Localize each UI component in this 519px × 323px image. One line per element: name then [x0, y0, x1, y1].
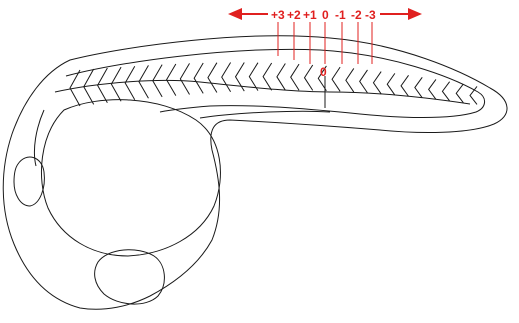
somite-chevron	[373, 72, 381, 94]
eye-outline	[95, 250, 165, 304]
somite-chevron	[180, 63, 189, 94]
somite-chevron	[167, 64, 176, 96]
somite-chevron	[125, 66, 135, 100]
scale-label: -1	[335, 8, 346, 22]
somite-chevron	[346, 68, 354, 92]
somite-chevron	[98, 68, 108, 103]
notochord-outline	[66, 49, 485, 117]
somite-chevron	[387, 73, 395, 95]
somite-chevron	[401, 75, 409, 96]
somite-chevron	[360, 70, 368, 93]
somite-chevron	[249, 63, 258, 91]
scale-label: +1	[303, 8, 317, 22]
somite-chevron	[111, 67, 121, 101]
scale-label: -3	[365, 8, 376, 22]
somite-chevron	[222, 63, 231, 92]
somite-chevron	[456, 84, 463, 103]
somite-chevron	[263, 63, 272, 90]
otic-vesicle-outline	[14, 157, 44, 206]
somite-chevron	[277, 63, 285, 90]
somite-chevron	[139, 65, 148, 98]
somite-chevron	[429, 79, 436, 99]
scale-label: 0	[322, 8, 329, 22]
right-arrow-icon	[380, 8, 422, 20]
scale-label: +3	[271, 8, 285, 22]
somite-chevron	[194, 63, 203, 93]
embryo-outer-outline	[3, 36, 507, 309]
scale-label: +2	[287, 8, 301, 22]
scale-label: -2	[351, 8, 362, 22]
somite-chevron	[332, 67, 340, 91]
somite-chevrons	[70, 63, 477, 106]
somite-chevron	[415, 77, 422, 97]
origin-label: 0	[320, 65, 327, 79]
somite-chevron	[208, 63, 217, 93]
somite-chevron	[304, 65, 312, 90]
trunk-lower-outline	[55, 80, 470, 104]
yolk-sac-outline	[41, 100, 220, 256]
somite-chevron	[442, 82, 449, 101]
yolk-extension-outline	[200, 111, 330, 118]
somite-chevron	[291, 64, 299, 90]
left-arrow-icon	[228, 8, 268, 20]
